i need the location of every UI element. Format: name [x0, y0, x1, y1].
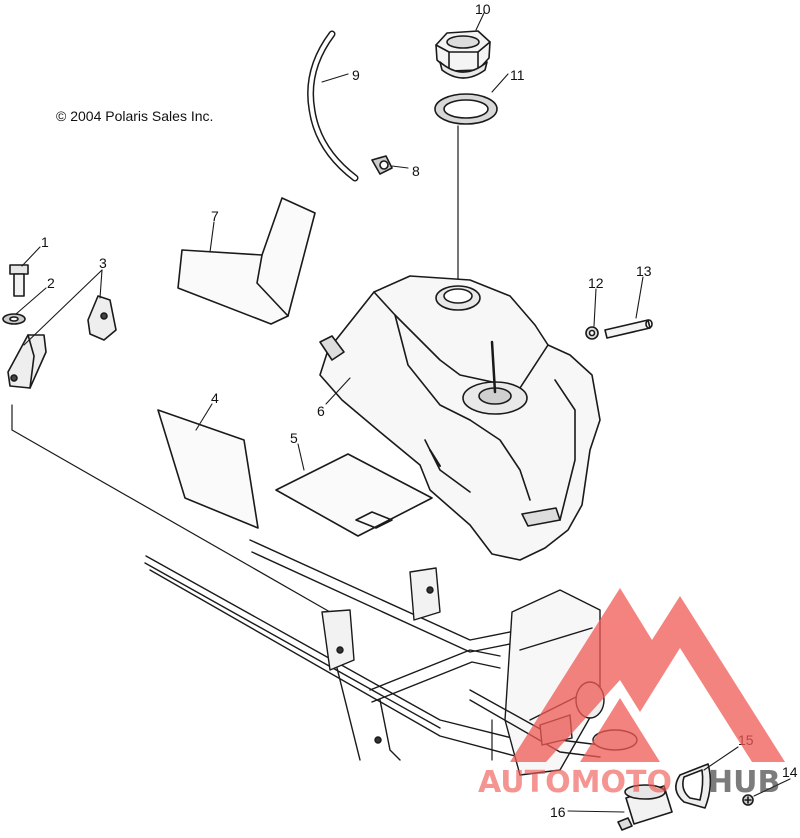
- fuel-filter: [617, 784, 673, 831]
- watermark-text-hub: HUB: [708, 765, 780, 800]
- vent-fitting: [371, 155, 393, 175]
- hose-clamp: [585, 326, 599, 340]
- copyright-notice: © 2004 Polaris Sales Inc.: [56, 108, 214, 124]
- callout-5: 5: [290, 430, 298, 446]
- callout-16: 16: [550, 804, 566, 820]
- fuel-cap: [435, 30, 491, 79]
- callout-13: 13: [636, 263, 652, 279]
- callout-14: 14: [782, 764, 798, 780]
- watermark-logo: AUTOMOTO HUB: [478, 588, 785, 800]
- mount-bracket-left: [7, 334, 47, 389]
- callout-2: 2: [47, 275, 55, 291]
- tank-pad-bottom: [275, 453, 433, 537]
- callout-9: 9: [352, 67, 360, 83]
- mount-bracket-right: [87, 295, 117, 341]
- callout-4: 4: [211, 390, 219, 406]
- callout-1: 1: [41, 234, 49, 250]
- vent-hose: [307, 30, 359, 182]
- cap-gasket: [434, 93, 498, 125]
- callout-10: 10: [475, 1, 491, 17]
- tank-pad-side: [157, 409, 259, 529]
- callout-6: 6: [317, 403, 325, 419]
- callout-numbers: 10 11 9 8 7 1 2 3 4 5 6 12 13 15 14 16: [41, 1, 798, 820]
- fuel-hose: [604, 319, 653, 339]
- callout-12: 12: [588, 275, 604, 291]
- watermark-text-automoto: AUTOMOTO: [478, 765, 672, 800]
- leader-lines: [15, 12, 791, 813]
- fuel-tank: [319, 275, 601, 561]
- washer: [2, 313, 26, 325]
- bolt: [9, 264, 29, 297]
- strap: [675, 763, 712, 809]
- tank-pad: [177, 197, 316, 325]
- callout-8: 8: [412, 163, 420, 179]
- callout-11: 11: [510, 67, 525, 83]
- screw: [742, 794, 754, 806]
- vehicle-frame: [144, 539, 638, 776]
- callout-3: 3: [99, 255, 107, 271]
- callout-7: 7: [211, 208, 219, 224]
